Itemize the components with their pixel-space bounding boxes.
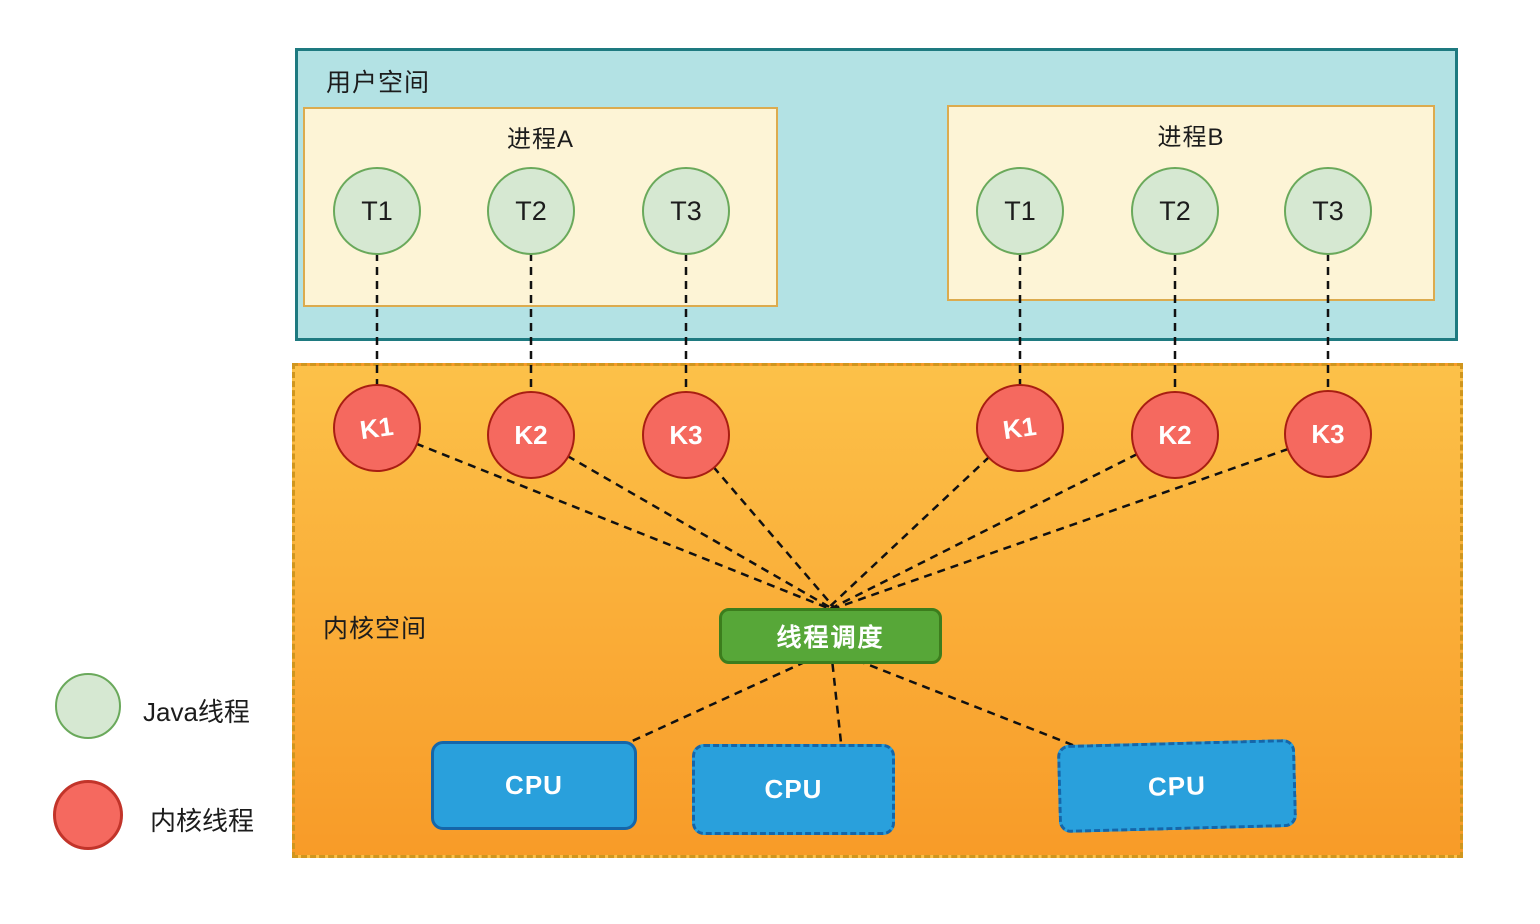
kernel-thread-right-k3: K3 bbox=[1284, 390, 1372, 478]
java-thread-a-t2-label: T2 bbox=[515, 195, 547, 226]
java-thread-b-t3-label: T3 bbox=[1312, 195, 1344, 226]
cpu-box-3: CPU bbox=[1056, 738, 1298, 834]
kernel-thread-left-k2: K2 bbox=[487, 391, 575, 479]
kernel-thread-right-k2-label: K2 bbox=[1158, 419, 1192, 450]
java-thread-a-t3: T3 bbox=[642, 167, 730, 255]
kernel-thread-left-k2-label: K2 bbox=[514, 419, 548, 450]
kernel-thread-right-k1: K1 bbox=[976, 384, 1064, 472]
java-thread-a-t1-label: T1 bbox=[361, 195, 393, 226]
java-thread-b-t2: T2 bbox=[1131, 167, 1219, 255]
java-thread-a-t2: T2 bbox=[487, 167, 575, 255]
kernel-thread-left-k1: K1 bbox=[333, 384, 421, 472]
kernel-thread-right-k2: K2 bbox=[1131, 391, 1219, 479]
user-space-label: 用户空间 bbox=[326, 69, 431, 97]
kernel-thread-left-k1-label: K1 bbox=[358, 410, 396, 445]
kernel-thread-left-k3: K3 bbox=[642, 391, 730, 479]
java-thread-b-t1: T1 bbox=[976, 167, 1064, 255]
kernel-space-label: 内核空间 bbox=[323, 615, 428, 643]
legend-kernel-thread-label: 内核线程 bbox=[150, 806, 255, 836]
java-thread-b-t1-label: T1 bbox=[1004, 195, 1036, 226]
cpu-1-label: CPU bbox=[505, 770, 563, 800]
legend-java-thread-circle bbox=[55, 673, 121, 739]
cpu-box-2: CPU bbox=[692, 744, 895, 835]
kernel-thread-right-k1-label: K1 bbox=[1001, 410, 1039, 445]
kernel-thread-right-k3-label: K3 bbox=[1311, 418, 1345, 449]
kernel-thread-left-k3-label: K3 bbox=[669, 419, 703, 450]
java-thread-b-t3: T3 bbox=[1284, 167, 1372, 255]
process-a-label: 进程A bbox=[506, 126, 574, 153]
process-b-label: 进程B bbox=[1157, 124, 1225, 151]
thread-scheduler-label: 线程调度 bbox=[776, 624, 885, 652]
java-thread-a-t1: T1 bbox=[333, 167, 421, 255]
thread-scheduler-box: 线程调度 bbox=[719, 608, 942, 664]
legend-java-thread-label: Java线程 bbox=[143, 697, 250, 727]
legend-kernel-thread-circle bbox=[53, 780, 123, 850]
cpu-2-label: CPU bbox=[764, 774, 823, 804]
cpu-box-1: CPU bbox=[431, 741, 637, 830]
java-thread-b-t2-label: T2 bbox=[1159, 195, 1191, 226]
cpu-3-label: CPU bbox=[1147, 769, 1207, 802]
java-thread-a-t3-label: T3 bbox=[670, 195, 702, 226]
